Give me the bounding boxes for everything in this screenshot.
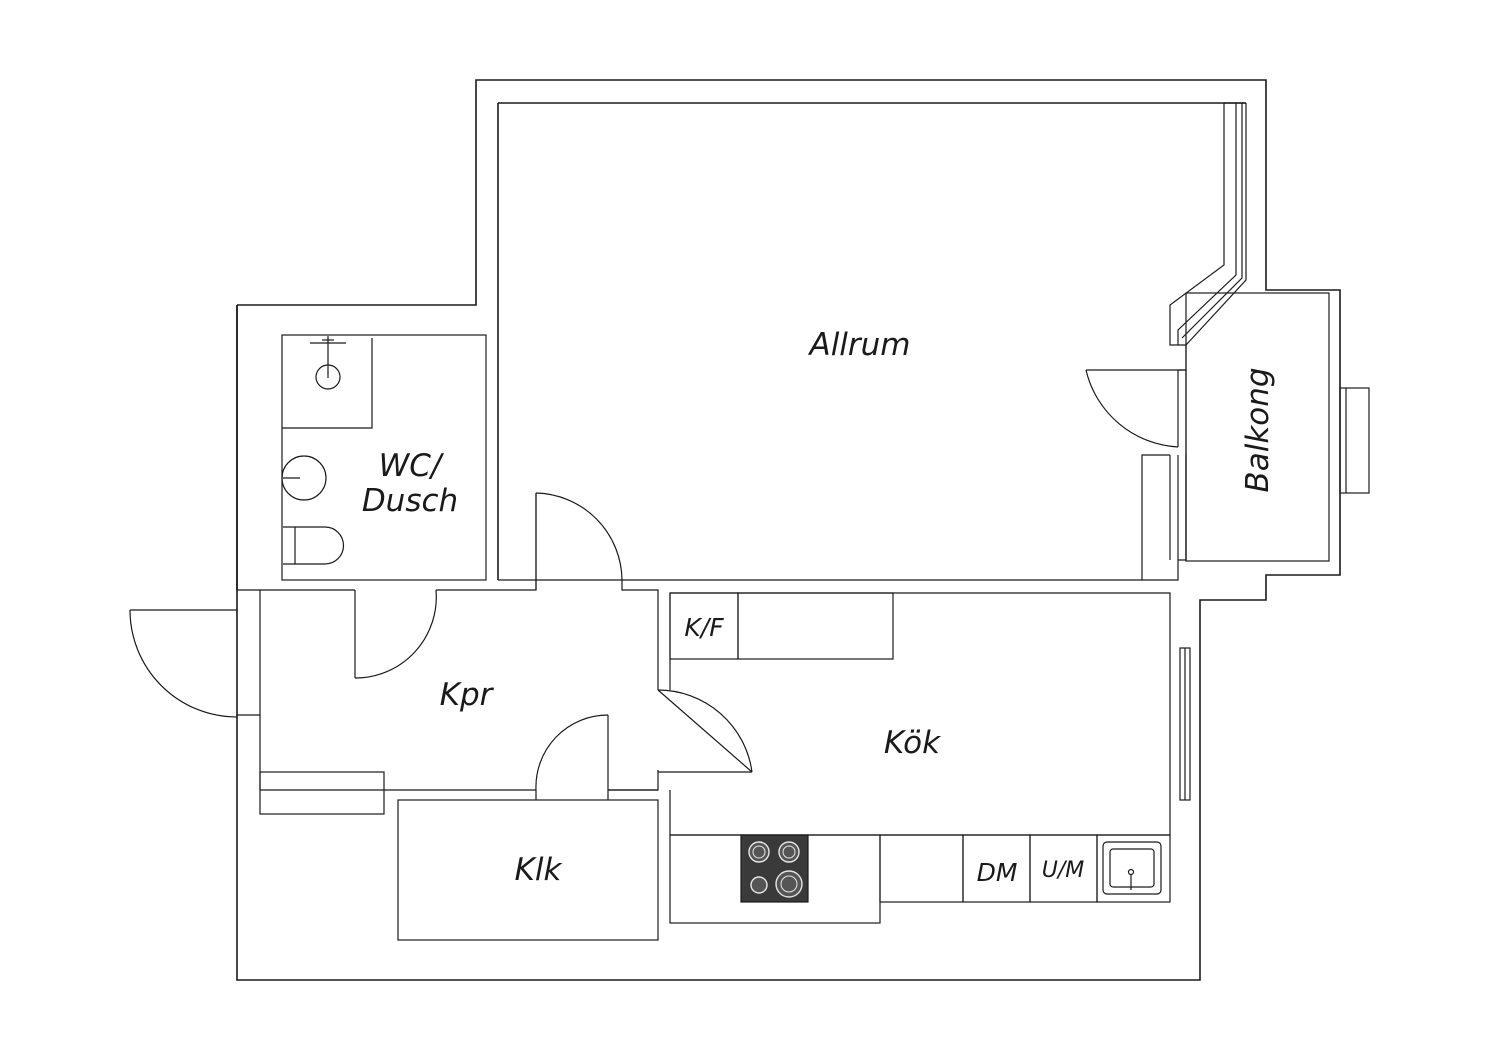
bay-window bbox=[1169, 102, 1247, 346]
room-label-klk: Klk bbox=[515, 852, 563, 888]
fixture-label-dm: DM bbox=[977, 858, 1018, 887]
closet bbox=[397, 714, 659, 941]
room-label-allrum: Allrum bbox=[807, 327, 910, 363]
room-label-wc-line1: WC/ bbox=[379, 448, 445, 484]
outer-walls bbox=[236, 79, 1341, 981]
hall-walls bbox=[237, 493, 659, 815]
kitchen-counter bbox=[669, 834, 1171, 924]
bathroom bbox=[281, 334, 487, 581]
fixture-label-um: U/M bbox=[1042, 858, 1085, 883]
balcony-door bbox=[1085, 369, 1186, 448]
room-label-kok: Kök bbox=[884, 725, 941, 761]
kitchen-door bbox=[657, 689, 753, 773]
living-room-door bbox=[535, 492, 623, 590]
balcony bbox=[1185, 292, 1370, 562]
kitchen-walls bbox=[669, 592, 1191, 836]
bathroom-door bbox=[354, 589, 437, 679]
allrum-walls bbox=[498, 345, 1187, 581]
fridge-counter bbox=[669, 592, 894, 660]
room-label-wc-line2: Dusch bbox=[362, 483, 458, 519]
fixture-label-kf: K/F bbox=[684, 613, 724, 642]
stove bbox=[740, 834, 809, 903]
room-label-balkong: Balkong bbox=[1240, 367, 1276, 492]
room-label-kpr: Kpr bbox=[440, 677, 495, 713]
entry-door bbox=[129, 609, 238, 718]
